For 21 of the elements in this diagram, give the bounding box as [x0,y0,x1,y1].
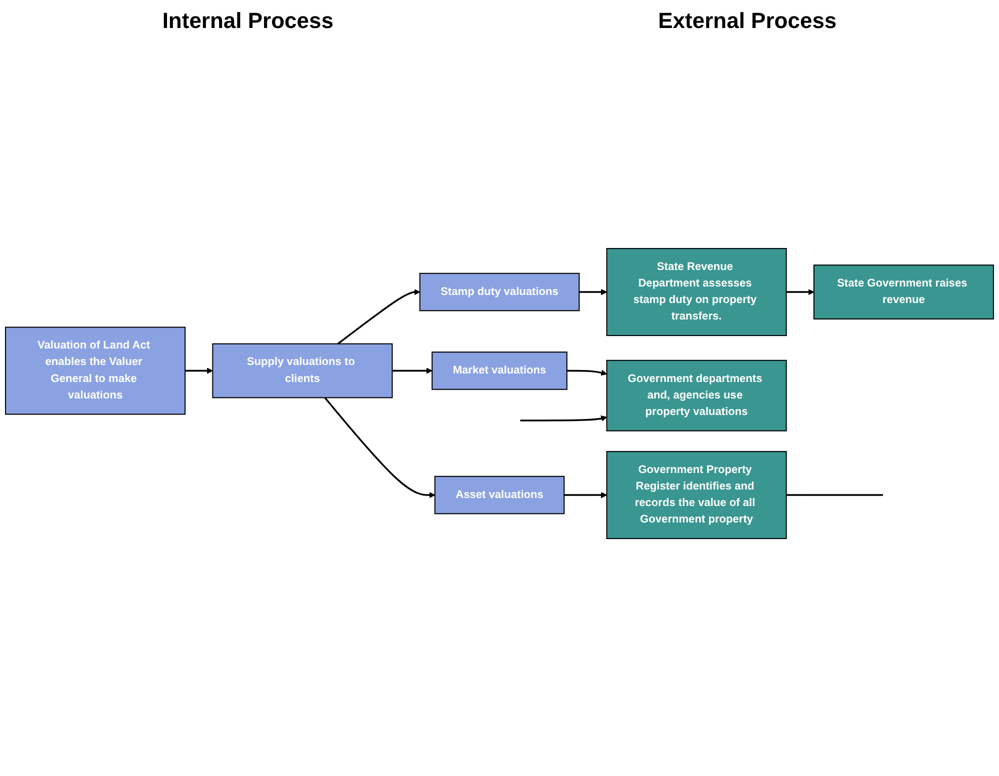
node-box: Market valuations [432,352,568,390]
node-box: State Revenue Department assesses stamp duty on property transfers. [606,248,787,337]
node-box: Government Property Register identifies and records the value of all Government property [606,451,787,540]
arrow [392,368,432,374]
arrow [520,416,608,422]
node-box: Asset valuations [434,476,565,515]
node-box: Valuation of Land Act enables the Valuer General to make valuations [5,327,186,416]
connector [786,494,883,496]
arrow [564,492,608,499]
node-box: State Government raises revenue [813,265,994,320]
node-box: Stamp duty valuations [419,273,580,312]
node-box: Supply valuations to clients [212,344,393,399]
arrow [566,370,608,376]
arrow [579,289,608,296]
arrow [337,289,420,345]
arrow [185,368,213,374]
column-heading: External Process [658,8,837,34]
arrow [786,289,814,296]
arrow [324,398,436,499]
node-box: Government departments and, agencies use property valuations [606,360,787,432]
column-heading: Internal Process [162,8,334,34]
